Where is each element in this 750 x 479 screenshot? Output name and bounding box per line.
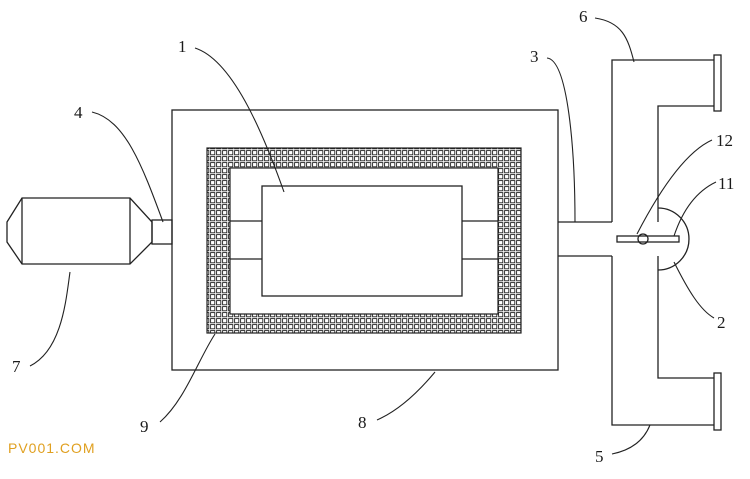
number-labels: 1 4 3 6 12 11 2 5 7 8 9 [12,7,734,466]
label-1: 1 [178,37,187,56]
label-11: 11 [718,174,734,193]
leader-lines [29,17,717,455]
label-8: 8 [358,413,367,432]
watermark: PV001.COM [8,440,96,456]
label-3: 3 [530,47,539,66]
insulation-layer [206,147,522,334]
label-2: 2 [717,313,726,332]
motor-unit [6,197,173,265]
label-6: 6 [579,7,588,26]
label-5: 5 [595,447,604,466]
label-12: 12 [716,131,733,150]
label-9: 9 [140,417,149,436]
outlet-pipe [558,221,612,257]
valve [616,207,690,271]
label-7: 7 [12,357,21,376]
label-4: 4 [74,103,83,122]
outer-housing [171,109,559,371]
manifold [611,54,722,431]
core-chamber [230,185,498,297]
